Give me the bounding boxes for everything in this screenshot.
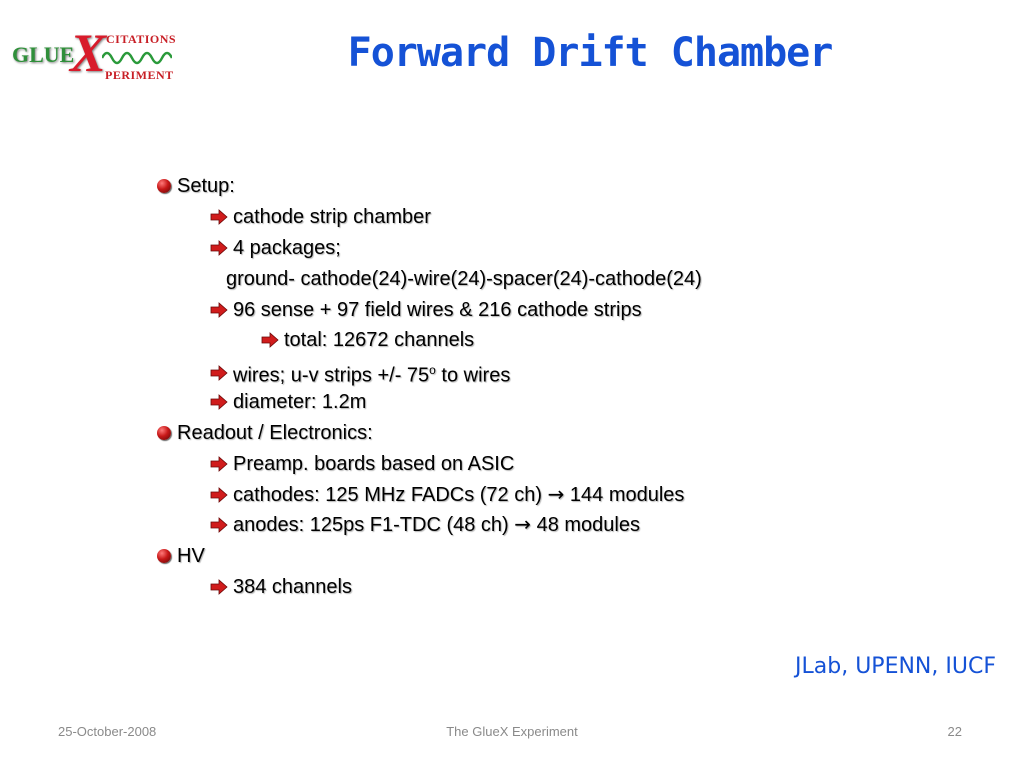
arrow-bullet-icon <box>210 516 228 533</box>
bullet-readout: Readout / Electronics: <box>157 419 373 446</box>
bullet-anodes: anodes: 125ps F1-TDC (48 ch) → 48 module… <box>210 511 640 538</box>
arrow-bullet-icon <box>210 455 228 472</box>
wires-text: wires; u-v strips +/- 75 <box>233 364 430 387</box>
logo-wave-icon <box>102 51 172 65</box>
degree-mark: o <box>429 363 436 377</box>
bullet-hv: HV <box>157 542 205 569</box>
bullet-text: cathodes: 125 MHz FADCs (72 ch) → 144 mo… <box>233 481 684 508</box>
arrow-bullet-icon <box>210 393 228 410</box>
arrow-bullet-icon <box>210 301 228 318</box>
arrow-bullet-icon <box>261 331 279 348</box>
bullet-text: Readout / Electronics: <box>177 421 373 444</box>
bullet-hv-channels: 384 channels <box>210 573 352 600</box>
bullet-text: Preamp. boards based on ASIC <box>233 452 515 475</box>
cathodes-modules: 144 modules <box>569 484 685 507</box>
bullet-text: diameter: 1.2m <box>233 390 367 413</box>
arrow-bullet-icon <box>210 239 228 256</box>
bullet-text: Setup: <box>177 174 235 197</box>
bullet-sense-wires: 96 sense + 97 field wires & 216 cathode … <box>210 296 642 323</box>
bullet-packages: 4 packages; <box>210 234 341 261</box>
bullet-text: total: 12672 channels <box>284 328 475 351</box>
bullet-wires-strips: wires; u-v strips +/- 75o to wires <box>210 357 510 389</box>
logo-periment-text: PERIMENT <box>105 68 174 82</box>
bullet-diameter: diameter: 1.2m <box>210 388 366 415</box>
bullet-text: 384 channels <box>233 575 352 598</box>
anodes-text: anodes: 125ps F1-TDC (48 ch) <box>233 514 509 537</box>
bullet-text: wires; u-v strips +/- 75o to wires <box>233 357 510 389</box>
footer-title: The GlueX Experiment <box>446 724 578 739</box>
anodes-modules: 48 modules <box>536 514 640 537</box>
bullet-text: anodes: 125ps F1-TDC (48 ch) → 48 module… <box>233 511 640 538</box>
bullet-total-channels: total: 12672 channels <box>261 326 474 353</box>
logo-glue-text: GLUE <box>12 42 75 67</box>
bullet-text: cathode strip chamber <box>233 205 431 228</box>
logo-citations-text: CITATIONS <box>106 32 177 46</box>
red-bullet-icon <box>157 425 171 440</box>
bullet-cathode-strip: cathode strip chamber <box>210 203 431 230</box>
bullet-preamp: Preamp. boards based on ASIC <box>210 450 514 477</box>
bullet-text: ground- cathode(24)-wire(24)-spacer(24)-… <box>226 267 702 290</box>
footer-date: 25-October-2008 <box>58 724 157 739</box>
bullet-text: HV <box>177 544 205 567</box>
slide-title: Forward Drift Chamber <box>347 30 834 76</box>
bullet-cathodes: cathodes: 125 MHz FADCs (72 ch) → 144 mo… <box>210 481 684 508</box>
page-number: 22 <box>947 724 962 739</box>
packages-detail: ground- cathode(24)-wire(24)-spacer(24)-… <box>226 265 702 292</box>
arrow-bullet-icon <box>210 364 228 381</box>
bullet-text: 4 packages; <box>233 236 341 259</box>
arrow-bullet-icon <box>210 578 228 595</box>
bullet-setup: Setup: <box>157 172 235 199</box>
cathodes-text: cathodes: 125 MHz FADCs (72 ch) <box>233 484 543 507</box>
logo-x-letter: X <box>70 23 107 83</box>
right-arrow-icon: → <box>547 482 565 507</box>
wires-suffix: to wires <box>435 364 511 387</box>
right-arrow-icon: → <box>514 512 532 537</box>
credits: JLab, UPENN, IUCF <box>795 654 996 679</box>
bullet-text: 96 sense + 97 field wires & 216 cathode … <box>233 298 642 321</box>
gluex-logo: GLUE X CITATIONS PERIMENT <box>10 23 176 88</box>
red-bullet-icon <box>157 178 171 193</box>
arrow-bullet-icon <box>210 486 228 503</box>
red-bullet-icon <box>157 548 171 563</box>
arrow-bullet-icon <box>210 208 228 225</box>
